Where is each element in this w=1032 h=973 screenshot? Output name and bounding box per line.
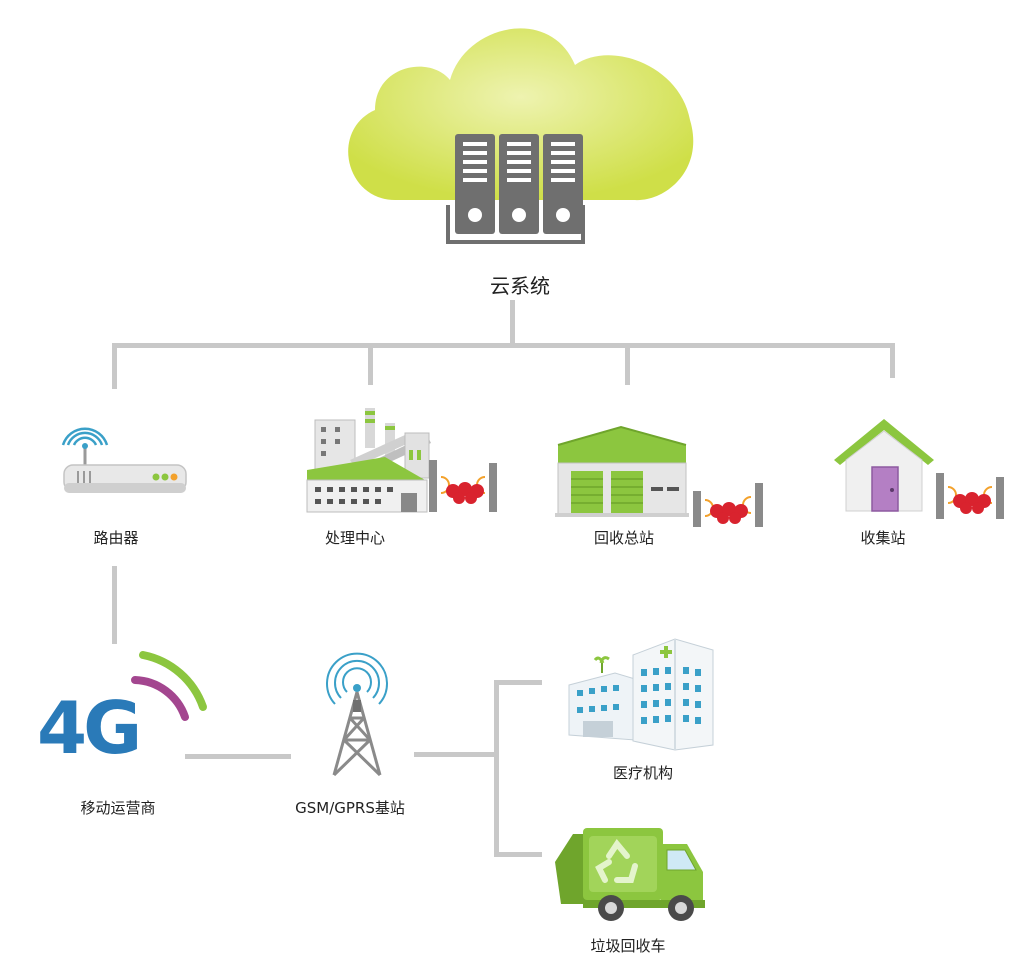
drop-processing-line [368, 343, 373, 385]
warehouse-icon [555, 425, 763, 527]
server-icon [446, 134, 585, 244]
station-collection [832, 415, 1012, 525]
station-bus-line [112, 343, 895, 348]
branch-truck-line [494, 852, 542, 857]
4g-tower-line [185, 754, 291, 759]
hospital-label: 医疗机构 [612, 764, 674, 782]
carrier-label: 移动运营商 [80, 799, 156, 817]
carrier-4g: 4G [35, 645, 210, 770]
base-station-label: GSM/GPRS基站 [295, 799, 405, 817]
branch-vertical-line [494, 680, 499, 856]
station-processing [305, 405, 505, 515]
branch-hospital-line [494, 680, 542, 685]
processing-label: 处理中心 [324, 529, 386, 547]
base-station [322, 652, 392, 780]
station-recycle-hub [553, 425, 768, 530]
cloud-icon [348, 28, 694, 201]
tower-icon [326, 652, 388, 777]
drop-collection-line [890, 343, 895, 378]
station-router [60, 425, 190, 500]
drop-recycle-line [625, 343, 630, 385]
garbage-truck [553, 822, 713, 927]
recycle-hub-label: 回收总站 [593, 529, 655, 547]
hospital-icon [568, 638, 714, 751]
router-4g-line [112, 566, 117, 644]
truck-label: 垃圾回收车 [590, 937, 666, 955]
4g-icon: 4G [37, 651, 207, 770]
cloud-system [335, 10, 700, 250]
4g-text: 4G [37, 686, 138, 770]
hospital [565, 635, 715, 751]
cloud-label: 云系统 [490, 274, 550, 298]
router-label: 路由器 [93, 529, 139, 547]
drop-router-line [112, 343, 117, 389]
garbage-truck-icon [555, 828, 705, 921]
house-icon [834, 419, 1004, 519]
tower-branch-line [414, 752, 496, 757]
cloud-trunk-line [510, 300, 515, 345]
factory-icon [306, 408, 497, 513]
router-icon [61, 427, 187, 493]
collection-label: 收集站 [860, 529, 906, 547]
